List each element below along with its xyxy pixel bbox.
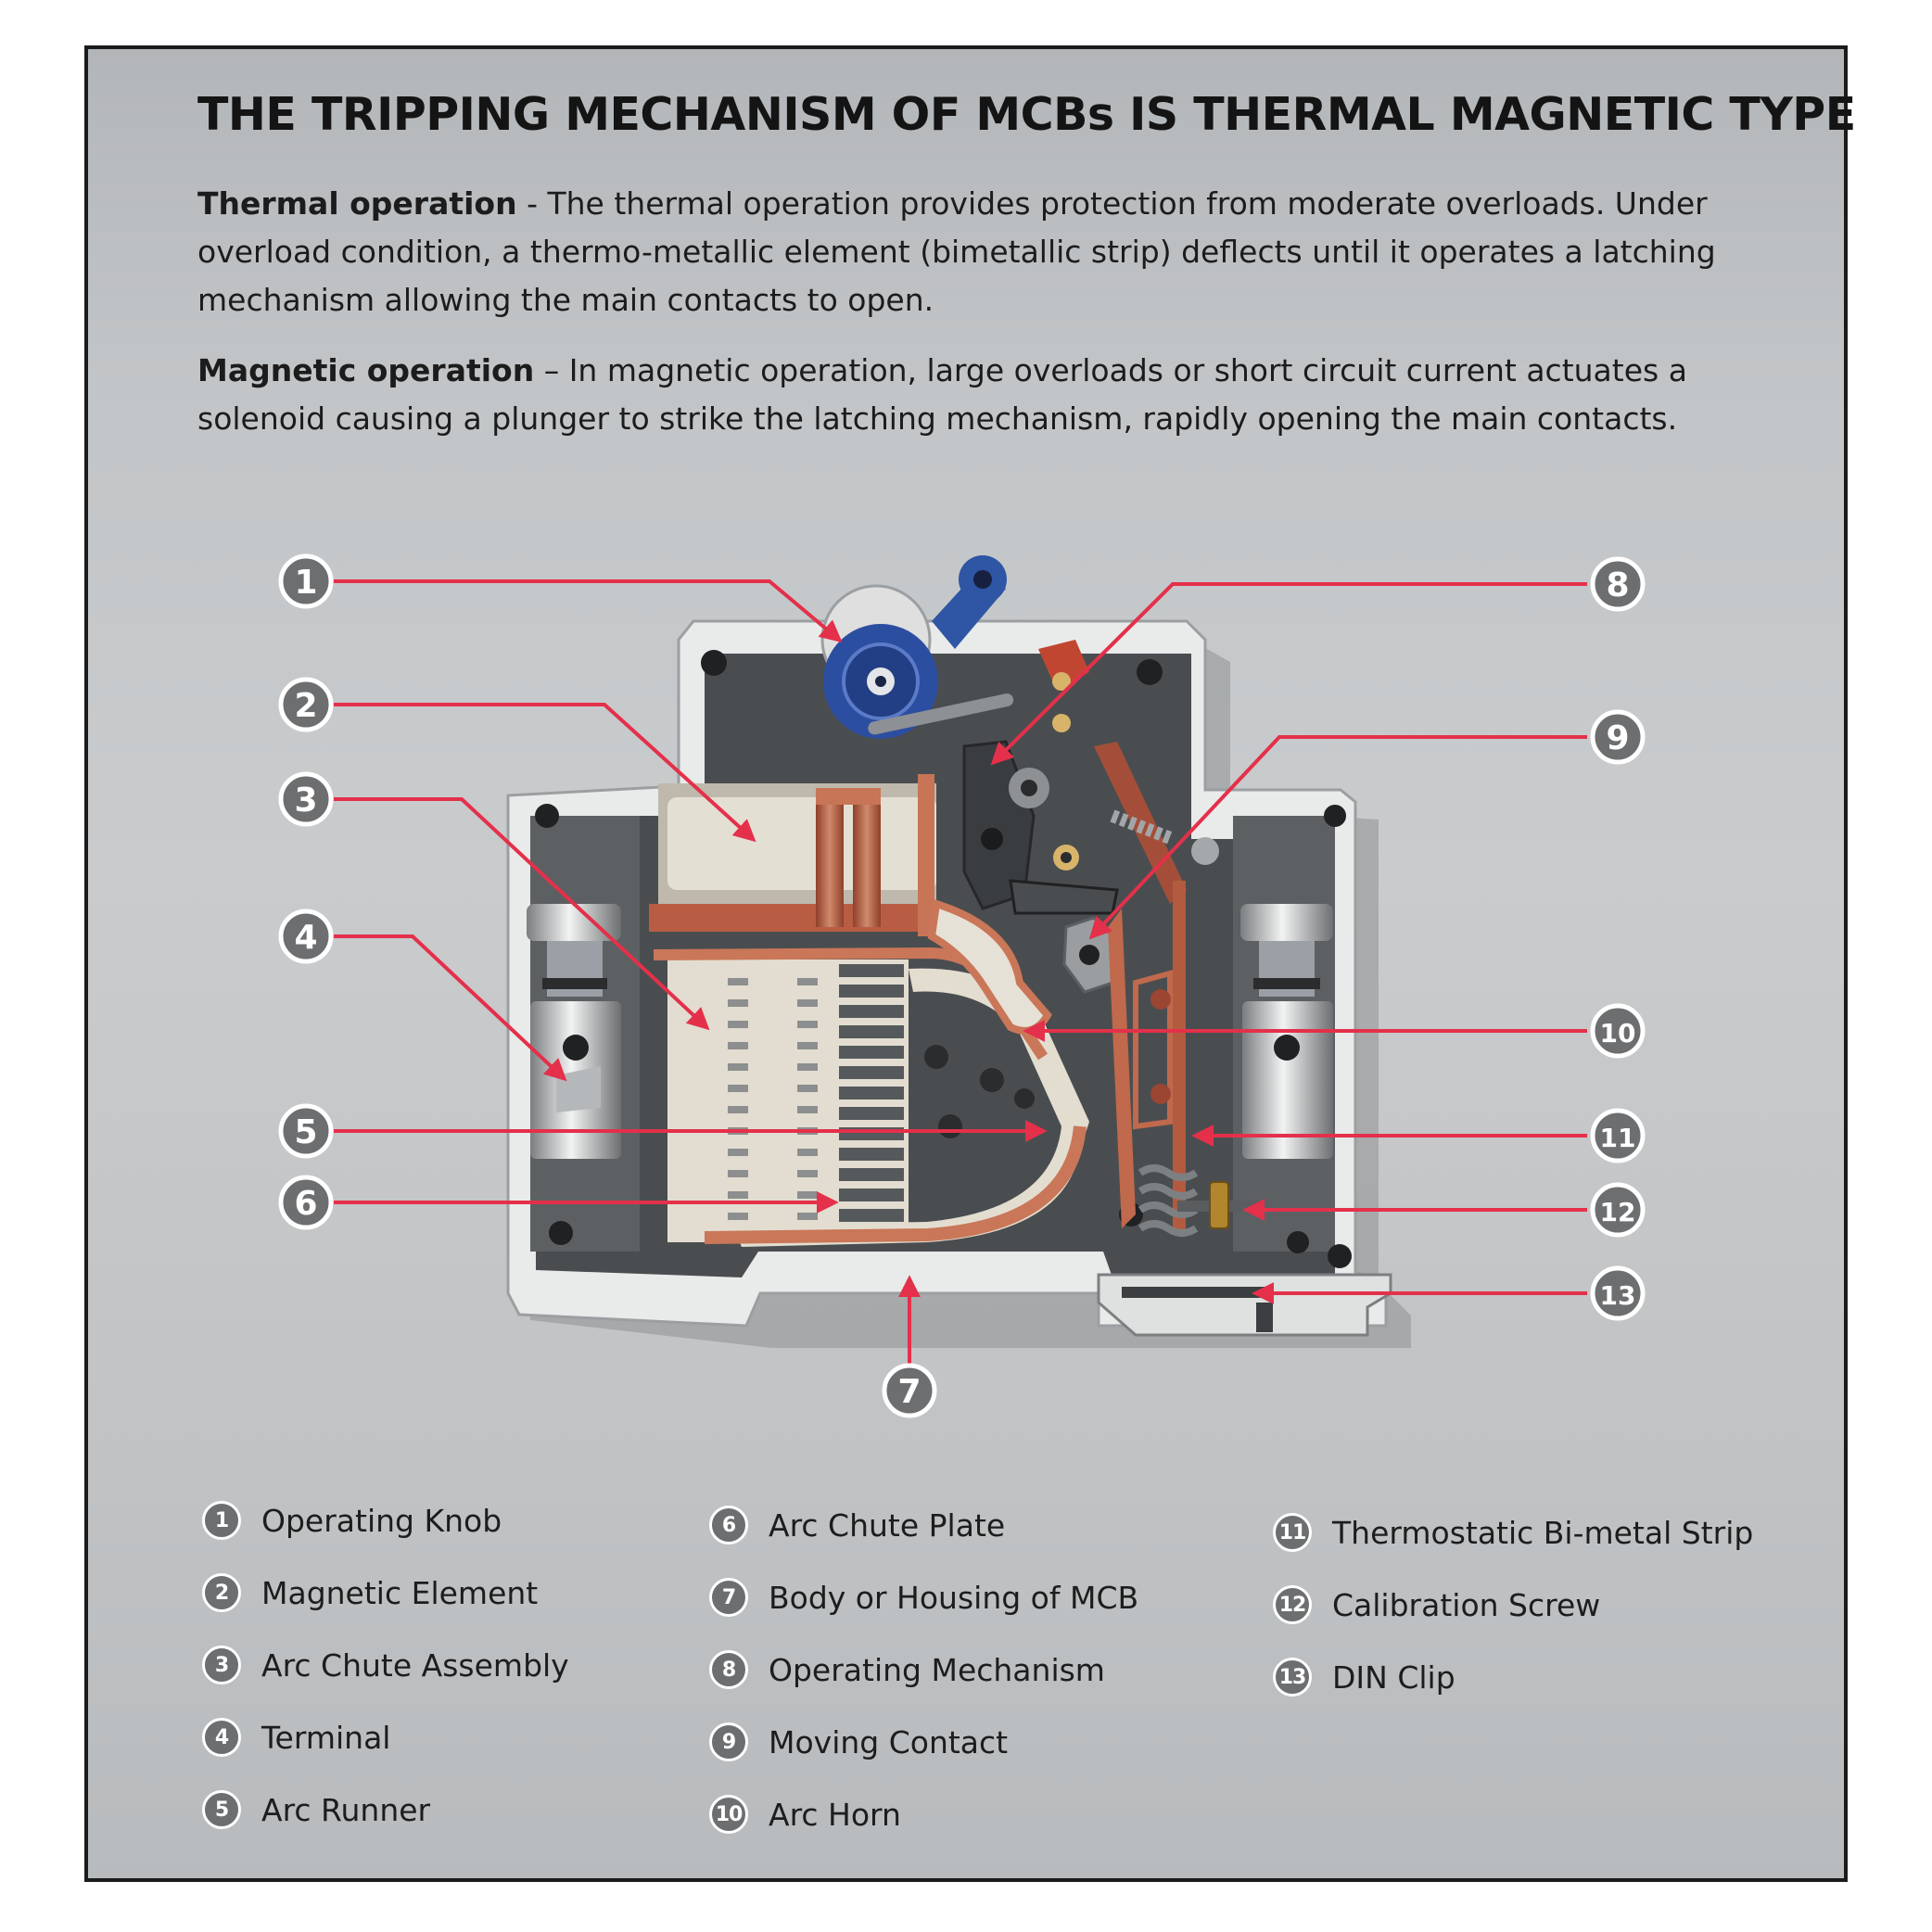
callout-6: 6 <box>278 1175 334 1230</box>
legend-label: Thermostatic Bi-metal Strip <box>1332 1514 1754 1551</box>
legend-badge-9: 9 <box>709 1722 748 1761</box>
callout-2: 2 <box>278 677 334 732</box>
operating-mechanism <box>962 640 1219 915</box>
leader-8 <box>990 582 1587 766</box>
callout-9: 9 <box>1590 709 1646 765</box>
callout-12: 12 <box>1590 1182 1646 1238</box>
legend-badge-1: 1 <box>202 1501 241 1540</box>
legend-item-body-housing: 7 Body or Housing of MCB <box>709 1574 1138 1621</box>
callout-3-number: 3 <box>294 782 317 820</box>
legend-label: DIN Clip <box>1332 1659 1455 1696</box>
legend-badge-2: 2 <box>202 1573 241 1612</box>
leader-3 <box>334 797 710 1031</box>
leader-2 <box>334 703 756 843</box>
legend-item-arc-chute-plate: 6 Arc Chute Plate <box>709 1502 1005 1548</box>
callout-8-number: 8 <box>1606 566 1629 604</box>
callout-1-number: 1 <box>294 564 317 602</box>
legend-badge-6: 6 <box>709 1506 748 1544</box>
magnetic-element <box>649 774 936 936</box>
legend-item-moving-contact: 9 Moving Contact <box>709 1719 1008 1765</box>
callout-9-number: 9 <box>1606 719 1629 757</box>
right-terminal <box>1240 904 1333 1159</box>
legend-badge-8: 8 <box>709 1650 748 1689</box>
legend-item-arc-chute-assembly: 3 Arc Chute Assembly <box>202 1642 569 1688</box>
legend-badge-7: 7 <box>709 1578 748 1617</box>
legend-badge-4: 4 <box>202 1718 241 1757</box>
leader-9 <box>1088 735 1587 940</box>
callout-13: 13 <box>1590 1265 1646 1321</box>
legend-item-thermostatic-bimetal-strip: 11 Thermostatic Bi-metal Strip <box>1273 1509 1753 1556</box>
callout-5: 5 <box>278 1103 334 1159</box>
leader-4 <box>334 934 567 1082</box>
leader-lines <box>334 579 1587 1365</box>
legend-badge-11: 11 <box>1273 1513 1312 1552</box>
legend-label: Arc Chute Assembly <box>261 1646 569 1684</box>
callout-11-number: 11 <box>1600 1123 1636 1153</box>
callout-7-number: 7 <box>897 1373 921 1411</box>
legend-badge-3: 3 <box>202 1646 241 1684</box>
legend-label: Arc Runner <box>261 1791 431 1828</box>
callout-1: 1 <box>278 553 334 609</box>
thermostatic-bimetal-strip <box>1108 881 1186 1233</box>
callout-5-number: 5 <box>294 1113 317 1151</box>
arc-chute-assembly <box>667 960 909 1242</box>
thermal-operation-heading: Thermal operation <box>197 185 517 222</box>
legend-item-magnetic-element: 2 Magnetic Element <box>202 1570 538 1616</box>
legend-item-din-clip: 13 DIN Clip <box>1273 1654 1455 1700</box>
legend-item-calibration-screw: 12 Calibration Screw <box>1273 1582 1600 1628</box>
legend-label: Arc Horn <box>769 1796 901 1833</box>
left-terminal <box>527 904 621 1159</box>
page-title: THE TRIPPING MECHANISM OF MCBs IS THERMA… <box>197 88 1856 141</box>
thermal-operation-text: - The thermal operation provides protect… <box>197 185 1716 318</box>
callout-4-number: 4 <box>294 919 317 957</box>
callout-4: 4 <box>278 909 334 964</box>
legend-item-arc-horn: 10 Arc Horn <box>709 1791 901 1837</box>
legend-item-operating-mechanism: 8 Operating Mechanism <box>709 1646 1105 1693</box>
arc-chute-plates <box>839 964 904 1222</box>
legend-badge-5: 5 <box>202 1790 241 1829</box>
legend-label: Arc Chute Plate <box>769 1506 1006 1544</box>
callout-8: 8 <box>1590 556 1646 612</box>
legend-item-operating-knob: 1 Operating Knob <box>202 1497 502 1544</box>
legend-badge-10: 10 <box>709 1795 748 1834</box>
callout-3: 3 <box>278 771 334 827</box>
callout-10-number: 10 <box>1600 1018 1636 1049</box>
legend-item-arc-runner: 5 Arc Runner <box>202 1786 430 1833</box>
magnetic-operation-paragraph: Magnetic operation – In magnetic operati… <box>197 347 1736 443</box>
callout-12-number: 12 <box>1600 1197 1636 1227</box>
thermal-operation-paragraph: Thermal operation - The thermal operatio… <box>197 180 1736 324</box>
legend-label: Operating Mechanism <box>769 1651 1105 1688</box>
legend-label: Terminal <box>261 1719 391 1756</box>
legend-label: Operating Knob <box>261 1502 502 1539</box>
legend-item-terminal: 4 Terminal <box>202 1714 390 1760</box>
legend-label: Calibration Screw <box>1332 1586 1601 1623</box>
legend-label: Moving Contact <box>769 1723 1009 1760</box>
arc-chute-slots <box>728 978 818 1220</box>
leader-1 <box>334 579 843 643</box>
callout-13-number: 13 <box>1600 1280 1636 1311</box>
callout-7: 7 <box>882 1363 937 1418</box>
legend-label: Body or Housing of MCB <box>769 1579 1139 1616</box>
callout-6-number: 6 <box>294 1185 317 1223</box>
legend-label: Magnetic Element <box>261 1574 539 1611</box>
operating-knob <box>820 555 1014 739</box>
magnetic-operation-text: – In magnetic operation, large overloads… <box>197 352 1687 437</box>
callout-2-number: 2 <box>294 687 317 725</box>
callout-11: 11 <box>1590 1108 1646 1163</box>
legend-badge-12: 12 <box>1273 1585 1312 1624</box>
magnetic-operation-heading: Magnetic operation <box>197 352 535 388</box>
callout-10: 10 <box>1590 1003 1646 1059</box>
legend-badge-13: 13 <box>1273 1658 1312 1697</box>
